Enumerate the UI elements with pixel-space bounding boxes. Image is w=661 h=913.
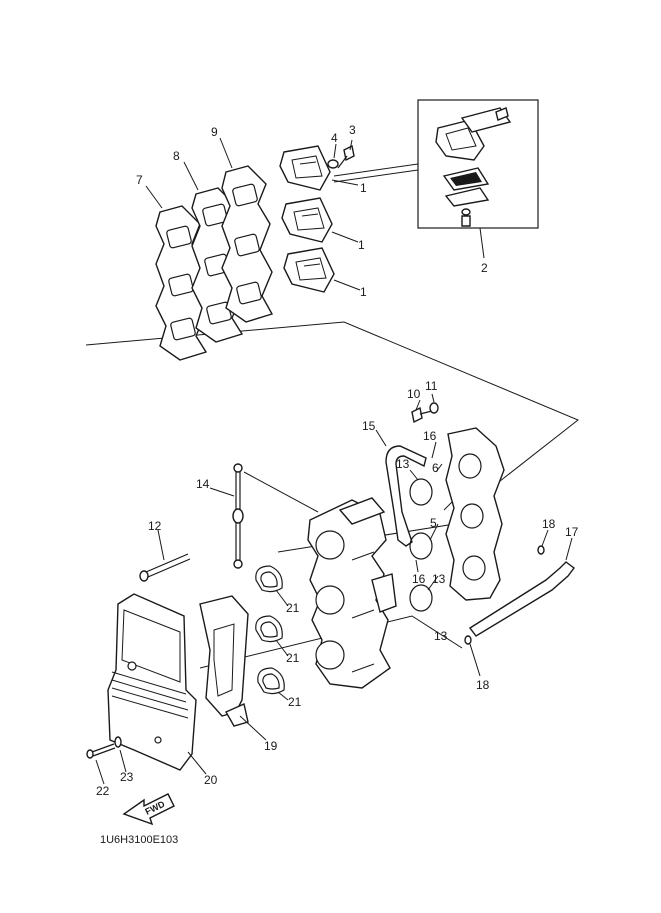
gasket-9 (221, 165, 274, 323)
callout-13b: 13 (432, 572, 446, 586)
forward-arrow: FWD (122, 793, 175, 826)
silencer-cover-20 (107, 593, 197, 771)
callout-22: 22 (96, 784, 110, 798)
callout-18a: 18 (542, 517, 556, 531)
hose-17 (468, 561, 575, 637)
callout-13a: 13 (396, 457, 410, 471)
callout-6: 6 (432, 461, 439, 475)
bolt-22 (86, 743, 116, 759)
callout-15: 15 (362, 419, 376, 433)
o-ring-13b (409, 532, 433, 560)
diagram-code: 1U6H3100E103 (100, 834, 178, 846)
upper-reference-plane (85, 321, 579, 504)
callout-17: 17 (565, 525, 579, 539)
intake-manifold (445, 427, 505, 601)
callout-19: 19 (264, 739, 278, 753)
hose-15 (385, 445, 427, 547)
callout-12: 12 (148, 519, 162, 533)
callout-3: 3 (349, 123, 356, 137)
callout-10: 10 (407, 387, 421, 401)
callout-20: 20 (204, 773, 218, 787)
callout-13c: 13 (434, 629, 448, 643)
reed-valve-1-middle (281, 197, 333, 243)
o-ring-13a (409, 478, 433, 506)
bolt-12 (139, 553, 191, 582)
callout-4: 4 (331, 131, 338, 145)
washer-23 (114, 736, 122, 748)
callout-1c: 1 (360, 285, 367, 299)
linkage-rod-14 (232, 463, 244, 569)
carburetor-assembly (307, 497, 397, 689)
gasket-7 (155, 205, 208, 361)
reed-valve-1-bottom (283, 247, 335, 293)
bracket-19 (199, 595, 249, 727)
bolt-10 (411, 406, 437, 424)
callout-23: 23 (120, 770, 134, 784)
callout-11: 11 (425, 379, 438, 393)
reed-valve-assembly-parts (435, 107, 512, 227)
washer-11 (429, 402, 439, 414)
gasket-21b (255, 615, 283, 643)
callout-8: 8 (173, 149, 180, 163)
callout-18b: 18 (476, 678, 490, 692)
callout-21b: 21 (286, 651, 300, 665)
callout-14: 14 (196, 477, 210, 491)
gasket-21a (255, 565, 283, 593)
callout-7: 7 (136, 173, 143, 187)
callout-1b: 1 (358, 238, 365, 252)
gasket-21c (257, 667, 285, 695)
callout-16b: 16 (412, 572, 426, 586)
clamp-18-top (537, 545, 545, 555)
reed-valve-1-top (279, 145, 331, 191)
callout-2: 2 (481, 261, 488, 275)
callout-21c: 21 (288, 695, 302, 709)
callout-16a: 16 (423, 429, 437, 443)
clamp-18-bottom (464, 635, 472, 645)
screw-3 (337, 144, 355, 169)
callout-5: 5 (430, 516, 437, 530)
callout-21a: 21 (286, 601, 300, 615)
o-ring-13c (409, 584, 433, 612)
callout-1a: 1 (360, 181, 367, 195)
leader-lines (95, 137, 573, 785)
lower-reference-plane (199, 615, 463, 669)
callout-9: 9 (211, 125, 218, 139)
washer-4 (327, 159, 339, 169)
